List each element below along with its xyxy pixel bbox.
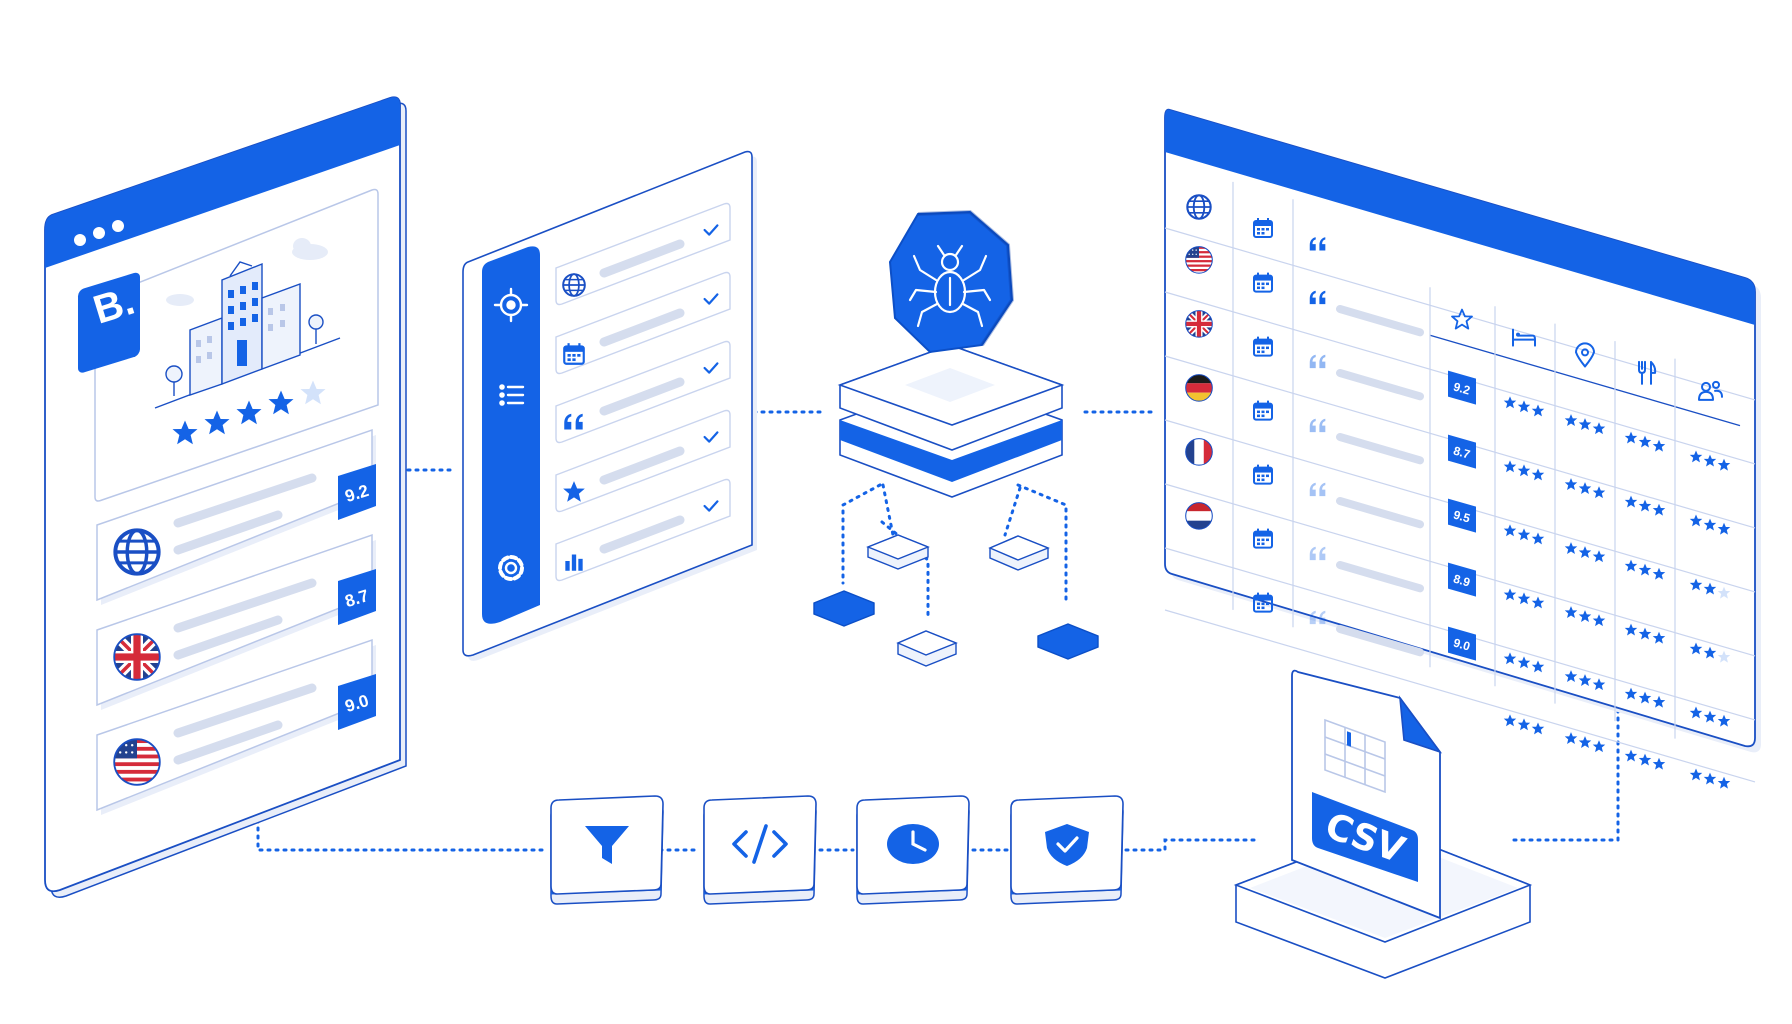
star-filled: [1638, 753, 1652, 766]
config-sidebar: [482, 246, 540, 624]
score-badge: [338, 674, 376, 730]
star-filled: [1689, 768, 1703, 781]
cloud-icon: [166, 238, 328, 306]
spider-icon: [908, 244, 992, 328]
score-badge: [1448, 370, 1476, 405]
people-icon: [1698, 380, 1723, 401]
star-filled: [1503, 714, 1517, 727]
scraper-server: [813, 209, 1099, 667]
results-table-titlebar: [1165, 109, 1755, 326]
booking-window: B. 9.28.79.0: [44, 96, 407, 898]
config-field-row[interactable]: [555, 340, 731, 444]
star-filled: [1703, 772, 1717, 785]
booking-logo-badge: [78, 272, 140, 373]
csv-badge: [1312, 792, 1418, 882]
star-filled: [1564, 732, 1578, 744]
config-sidebar-icons[interactable]: [493, 287, 529, 581]
window-controls[interactable]: [74, 220, 124, 246]
connectors: [256, 410, 1620, 852]
star-rating: [1564, 732, 1606, 753]
config-panel: [462, 150, 757, 661]
score-badge: [1448, 562, 1476, 597]
star-filled: [1517, 718, 1531, 731]
connector-server-branches: [841, 483, 1068, 622]
table-row[interactable]: [1185, 246, 1424, 337]
review-cards: 9.28.79.0: [96, 428, 376, 815]
table-row[interactable]: 9.5: [1185, 438, 1731, 599]
clock-icon: [887, 824, 939, 864]
gear-icon[interactable]: [498, 555, 524, 581]
results-table-cells: 9.2 8.7 9.5 8.9 9.0: [1185, 194, 1731, 789]
pipeline-steps: [550, 795, 1124, 905]
filter-icon: [585, 826, 629, 864]
fork-knife-icon: [1638, 360, 1657, 385]
pipeline-step[interactable]: [703, 795, 817, 905]
star-filled: [1578, 736, 1592, 749]
data-nodes: [813, 534, 1099, 667]
results-table-window: 9.2 8.7 9.5 8.9 9.0: [1164, 108, 1761, 789]
star-rating: [1689, 768, 1731, 789]
connector-step4-csv: [1116, 838, 1257, 852]
star-filled: [1624, 749, 1638, 762]
table-row[interactable]: 9.0: [1253, 591, 1731, 727]
score-badge: [338, 569, 376, 625]
review-card[interactable]: 9.0: [96, 638, 376, 815]
spreadsheet-grid-icon: [1324, 718, 1386, 794]
config-field-row[interactable]: [555, 409, 731, 513]
table-score: 9.0: [1452, 636, 1472, 654]
location-pin-icon: [1575, 342, 1595, 368]
config-field-row[interactable]: [555, 478, 731, 582]
booking-window-titlebar: [45, 97, 400, 268]
score-badge: [1448, 626, 1476, 661]
star-rating: [1503, 714, 1545, 735]
table-row[interactable]: 8.9: [1185, 502, 1731, 663]
review-card[interactable]: 9.2: [96, 428, 376, 605]
config-fields: [555, 202, 731, 582]
score-badge: [1448, 434, 1476, 469]
shield-check-icon: [1045, 824, 1089, 866]
score-badge: [338, 464, 376, 520]
table-row[interactable]: 8.7: [1185, 374, 1731, 535]
pipeline-step[interactable]: [1010, 795, 1124, 905]
star-filled: [1652, 757, 1666, 770]
bed-icon: [1512, 328, 1536, 347]
pipeline-step[interactable]: [550, 795, 664, 905]
config-field-row[interactable]: [555, 271, 731, 375]
connector-table-to-csv: [1508, 708, 1620, 842]
star-rating: [1624, 749, 1666, 770]
table-score: 8.9: [1452, 572, 1472, 590]
csv-export: CSV: [1233, 669, 1533, 979]
star-filled: [1717, 776, 1731, 789]
target-icon[interactable]: [493, 287, 529, 323]
table-score: 9.2: [1452, 380, 1472, 398]
star-filled: [1531, 722, 1545, 735]
table-row[interactable]: 9.2: [1185, 310, 1731, 471]
config-field-row[interactable]: [555, 202, 731, 306]
hotel-illustration: [154, 261, 341, 409]
table-score: 8.7: [1452, 444, 1472, 462]
list-icon[interactable]: [499, 384, 525, 406]
star-filled: [1592, 740, 1606, 753]
connector-booking-to-pipeline: [256, 810, 550, 852]
pipeline-step[interactable]: [856, 795, 970, 905]
review-card[interactable]: 8.7: [96, 533, 376, 710]
table-score: 9.5: [1452, 508, 1472, 526]
code-icon: [732, 824, 788, 864]
score-badge: [1448, 498, 1476, 533]
